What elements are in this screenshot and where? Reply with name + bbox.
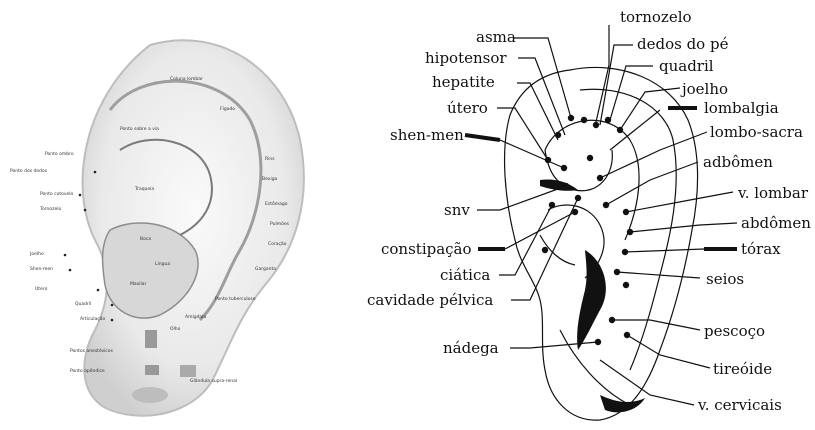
label-pescoco: pescoço [704,322,765,340]
label-seios: seios [706,270,744,288]
label-dedos-do-pe: dedos do pé [637,35,729,53]
shen-men-marker [465,135,500,140]
fine-label: Bexiga [262,176,278,182]
label-shen-men: shen-men [390,126,464,144]
fine-label: Amígdala [185,313,206,320]
label-quadril: quadril [659,57,714,75]
fine-label: Ponto sobre a via [120,126,159,132]
fine-label: Ponto apêndice [70,367,105,374]
fine-label: Fígado [220,105,235,112]
label-joelho: joelho [680,80,728,98]
fine-label: Ponto dos dedos [10,168,48,174]
fine-label: Maxilar [130,281,147,287]
label-adbomen: adbômen [703,153,773,171]
label-hipotensor: hipotensor [425,49,507,67]
left-ear-chart: Ponto ombro Ponto dos dedos Ponto cotove… [10,40,304,416]
label-utero: útero [447,99,488,117]
fine-label: Estômago [265,200,288,207]
fine-label: Pulmões [270,221,290,227]
label-hepatite: hepatite [432,73,495,91]
label-nadega: nádega [443,339,499,357]
label-v-lombar: v. lombar [737,184,809,202]
label-snv: snv [444,201,470,219]
label-lombalgia: lombalgia [704,99,779,117]
fine-label: Tornozelo [39,206,61,212]
left-ear-lobe-shadow [132,387,168,403]
fine-label: Shen-men [30,266,53,272]
right-ear-concha-shadow [577,250,606,350]
fine-label: Língua [155,260,170,267]
label-tireoide: tireóide [713,360,772,378]
label-asma: asma [476,28,516,46]
right-ear-lobe-shadow [600,395,645,412]
fine-label: Coluna lombar [170,76,203,82]
fine-label: Ponto cotovelo [40,191,74,197]
label-lombo-sacra: lombo-sacra [710,123,803,141]
right-ear-diagram: tornozelo asma dedos do pé hipotensor qu… [367,8,811,420]
fine-label: Quadril [75,301,91,307]
label-tornozelo: tornozelo [620,8,692,26]
label-torax: tórax [741,240,781,258]
fine-label: Joelho [29,251,44,257]
fine-label: Rins [265,156,275,162]
label-v-cervicais: v. cervicais [697,396,782,414]
fine-label: Coração [268,241,287,247]
fine-label: Ponto ombro [45,151,74,157]
label-constipacao: constipação [381,240,472,258]
label-abdomen: abdômen [741,214,811,232]
fine-label: Boca [140,236,151,242]
fine-label: Olho [170,326,181,332]
fine-label: Ponto tuberculose [215,296,256,302]
fine-label: Traqueia [134,186,154,192]
fine-label: Articulação [80,316,106,322]
fine-label: Pontos anestésicos [70,347,114,354]
fine-label: Garganta [255,266,276,272]
right-ear-labels: tornozelo asma dedos do pé hipotensor qu… [367,8,811,414]
label-ciatica: ciática [440,266,490,284]
fine-label: Útero [35,285,48,292]
label-cavidade-pelvica: cavidade pélvica [367,291,493,309]
fine-label: Glândula supra-renal [190,377,237,384]
